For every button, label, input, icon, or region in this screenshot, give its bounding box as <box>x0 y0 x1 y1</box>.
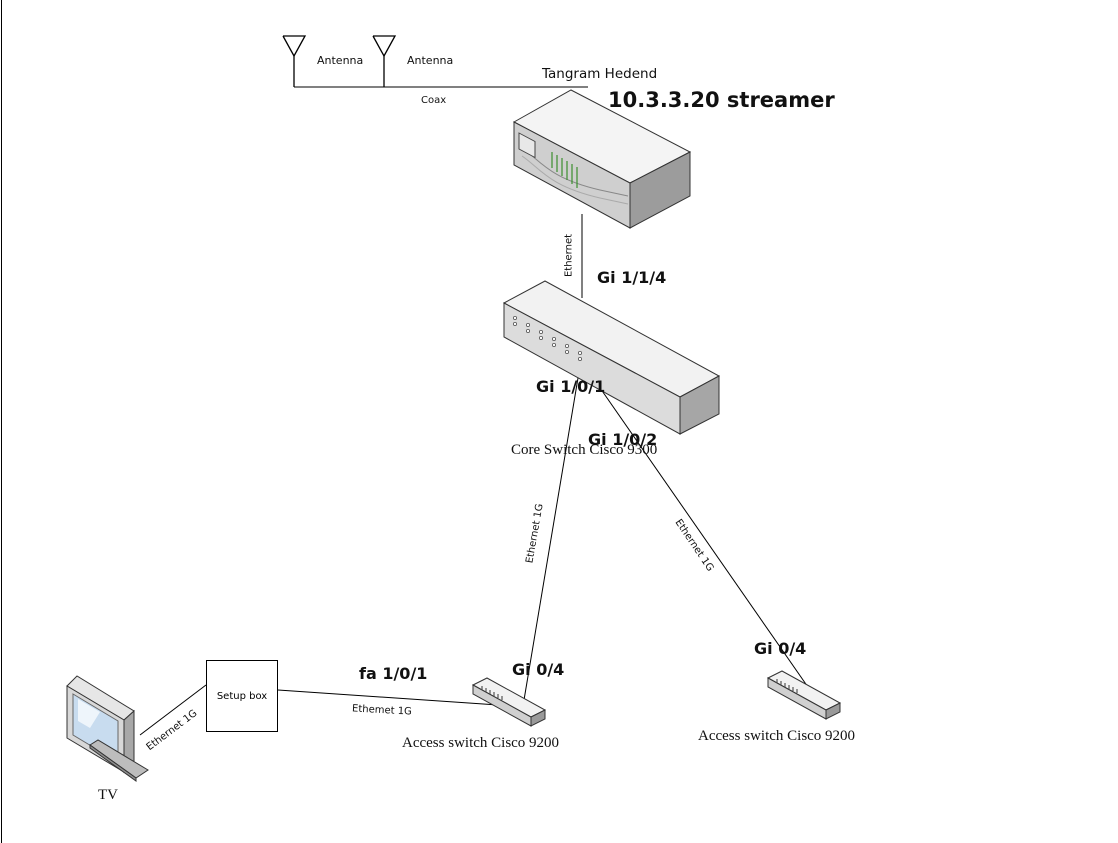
core-switch-icon <box>502 280 721 435</box>
core-port-2: Gi 1/0/2 <box>588 430 658 449</box>
tv-label: TV <box>98 787 118 803</box>
access1-port-client: fa 1/0/1 <box>359 664 428 683</box>
tv-icon <box>66 675 149 782</box>
streamer-icon <box>512 89 692 229</box>
setupbox-access1-line <box>277 689 499 706</box>
antenna-icon <box>282 35 307 87</box>
access-switch-1-icon <box>471 677 547 727</box>
access-switch-2-name: Access switch Cisco 9200 <box>698 728 856 744</box>
streamer-name: Tangram Hedend <box>542 66 658 82</box>
access-switch-1-name: Access switch Cisco 9200 <box>402 735 560 751</box>
access-switch-2-icon <box>766 670 842 720</box>
setup-box: Setup box <box>206 660 278 732</box>
core-port-uplink: Gi 1/1/4 <box>597 268 667 287</box>
antenna-label: Antenna <box>317 54 364 67</box>
connectors <box>139 86 811 736</box>
tv-setupbox-line <box>139 684 207 736</box>
access1-port-uplink: Gi 0/4 <box>512 660 565 679</box>
setup-box-label: Setup box <box>216 690 268 702</box>
port-dots <box>513 315 583 361</box>
core-access2-line <box>597 384 811 691</box>
core-port-1: Gi 1/0/1 <box>536 377 606 396</box>
coax-link-label: Coax <box>421 95 447 106</box>
led-bars <box>551 152 578 188</box>
antenna-label: Antenna <box>407 54 454 67</box>
antenna-icon <box>372 35 397 87</box>
streamer-core-link-label: Ethernet <box>563 233 575 278</box>
core-switch-name: Core Switch Cisco 9300 <box>511 442 658 458</box>
access2-port-uplink: Gi 0/4 <box>754 639 807 658</box>
streamer-address: 10.3.3.20 streamer <box>608 88 835 112</box>
core-access1-line <box>523 377 579 701</box>
